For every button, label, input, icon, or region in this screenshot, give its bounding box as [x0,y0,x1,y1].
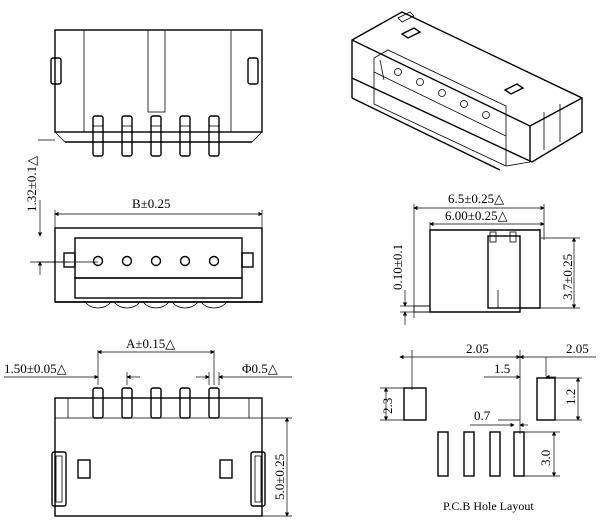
pcb-layout: 2.05 2.05 1.5 1.2 2.3 0.7 3.0 P.C.B Hole… [380,341,596,513]
wall-thickness-label: 0.10±0.1 [390,244,405,290]
top-holes [92,255,220,267]
height-dim-label: 1.32±0.1△ [24,156,39,212]
pcb-pitch-label: 1.5 [494,361,510,376]
b-dim-label: B±0.25 [132,196,171,211]
pcb-pad-width-label: 0.7 [474,408,491,423]
bottom-view: A±0.15△ 1.50±0.05△ Φ0.5△ [4,336,292,517]
a-dim-label: A±0.15△ [126,336,175,351]
front-view: 1.32±0.1△ [24,29,263,275]
pcb-right-span: 2.05 [566,341,589,356]
pcb-pad-length-label: 3.0 [538,450,553,466]
pcb-pads [437,431,525,477]
side-height-label: 3.7±0.25 [560,254,575,300]
inner-width-label: 6.00±0.25△ [445,208,508,223]
pcb-caption: P.C.B Hole Layout [443,499,534,513]
isometric-view [351,11,583,171]
pcb-pad-height-label: 2.3 [380,398,395,414]
pcb-offset-label: 1.2 [563,389,578,405]
front-pins [92,115,220,157]
overall-width-label: 6.5±0.25△ [448,191,504,206]
side-view: 6.5±0.25△ 6.00±0.25△ 3.7±0.25 0.10±0.1 [390,191,580,325]
bottom-pins [92,387,220,419]
pitch-dim-label: 1.50±0.05△ [4,361,67,376]
pin-diameter-label: Φ0.5△ [242,361,278,376]
pcb-left-span: 2.05 [466,341,489,356]
depth-dim-label: 5.0±0.25 [272,454,287,500]
top-view: B±0.25 [30,196,263,309]
